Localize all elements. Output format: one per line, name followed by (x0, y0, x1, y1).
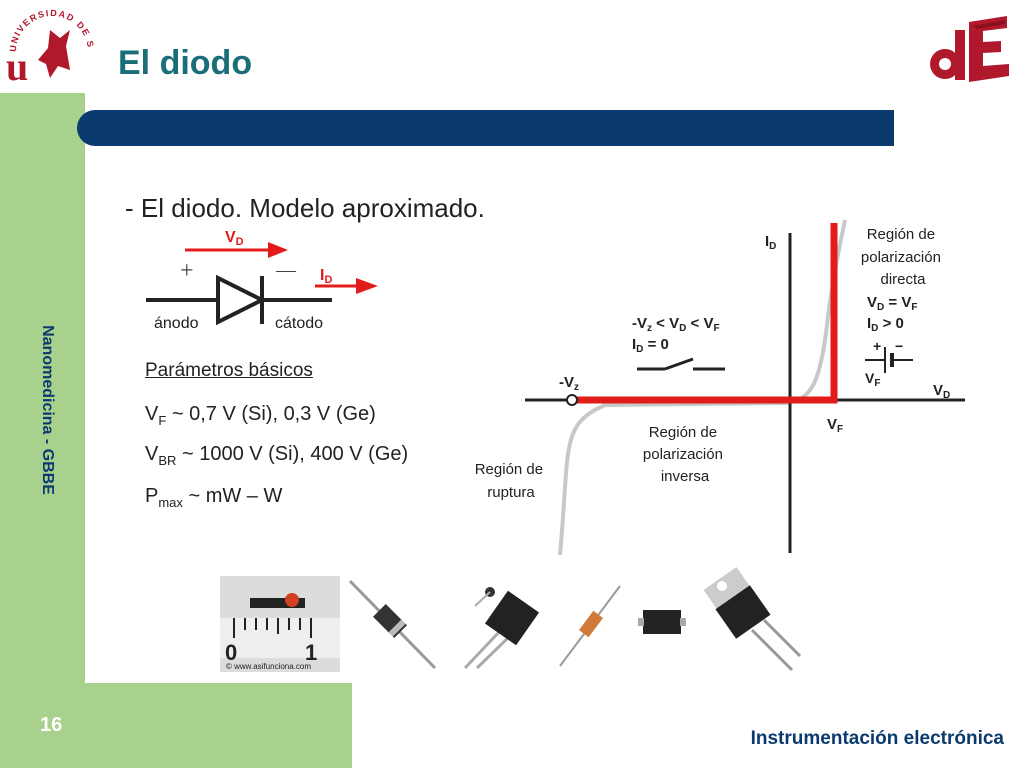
neg-vz-label: -Vz (559, 374, 579, 393)
title-bar (77, 110, 894, 146)
breakdown-point (566, 394, 578, 406)
svg-text:VF: VF (865, 370, 880, 389)
diode-ruler-photo: 0 1 © www.asifunciona.com (220, 576, 340, 672)
glass-diode-photo (559, 585, 621, 667)
diode-triangle (216, 274, 267, 326)
reverse-region-label: Región de polarización inversa (643, 424, 727, 485)
param-vf: VF ~ 0,7 V (Si), 0,3 V (Ge) (145, 403, 376, 428)
side-label: Nanomedicina - GBBE (39, 325, 56, 495)
off-condition-1: -Vz < VD < VF (632, 315, 720, 334)
diode-symbol: VD + — ID ánodo cátodo (146, 229, 378, 332)
param-pmax: Pmax ~ mW – W (145, 485, 283, 510)
axial-diode-photo (348, 579, 437, 670)
bottom-band (0, 683, 352, 768)
photo-credit: © www.asifunciona.com (226, 662, 311, 671)
param-vbr: VBR ~ 1000 V (Si), 400 V (Ge) (145, 443, 409, 468)
anode-label: ánodo (154, 315, 199, 332)
off-condition-2: ID = 0 (632, 336, 669, 355)
svg-text:0: 0 (225, 640, 237, 665)
battery-symbol: + − VF (865, 338, 913, 389)
forward-region-label: Región de polarización directa (861, 226, 945, 288)
svg-text:−: − (895, 338, 903, 354)
open-switch-symbol (637, 357, 725, 371)
slide-title: El diodo (118, 44, 253, 82)
section-subtitle: - El diodo. Modelo aproximado. (125, 193, 485, 223)
smd-diode-photo (638, 610, 686, 634)
axis-y-label: ID (765, 233, 776, 252)
page-number: 16 (40, 714, 63, 736)
forward-condition-1: VD = VF (867, 294, 917, 313)
real-curve (558, 219, 847, 556)
plus-sign: + (180, 258, 194, 284)
vd-arrow (185, 242, 288, 258)
to220-diode-photo (703, 567, 802, 672)
side-band (0, 93, 85, 768)
id-label: ID (320, 267, 332, 286)
id-arrow (315, 278, 378, 294)
footer-text: Instrumentación electrónica (750, 728, 1004, 749)
breakdown-region-label: Región de ruptura (475, 461, 548, 501)
svg-text:1: 1 (305, 640, 317, 665)
params-heading: Parámetros básicos (145, 360, 313, 381)
svg-text:u: u (6, 44, 28, 89)
vd-label: VD (225, 229, 244, 248)
forward-condition-2: ID > 0 (867, 315, 904, 334)
minus-sign: — (275, 259, 297, 281)
vf-tick-label: VF (827, 416, 843, 435)
model-curve (572, 223, 838, 404)
axis-x-label: VD (933, 382, 950, 401)
university-seal-logo: UNIVERSIDAD DE SEVILLA u (0, 0, 94, 89)
iv-characteristic-graph: ID VD VF -Vz Región de polarización dire… (475, 219, 965, 556)
power-diode-photo (463, 587, 540, 670)
de-logo (930, 16, 1009, 82)
cathode-label: cátodo (275, 315, 323, 332)
svg-text:+: + (873, 338, 881, 354)
